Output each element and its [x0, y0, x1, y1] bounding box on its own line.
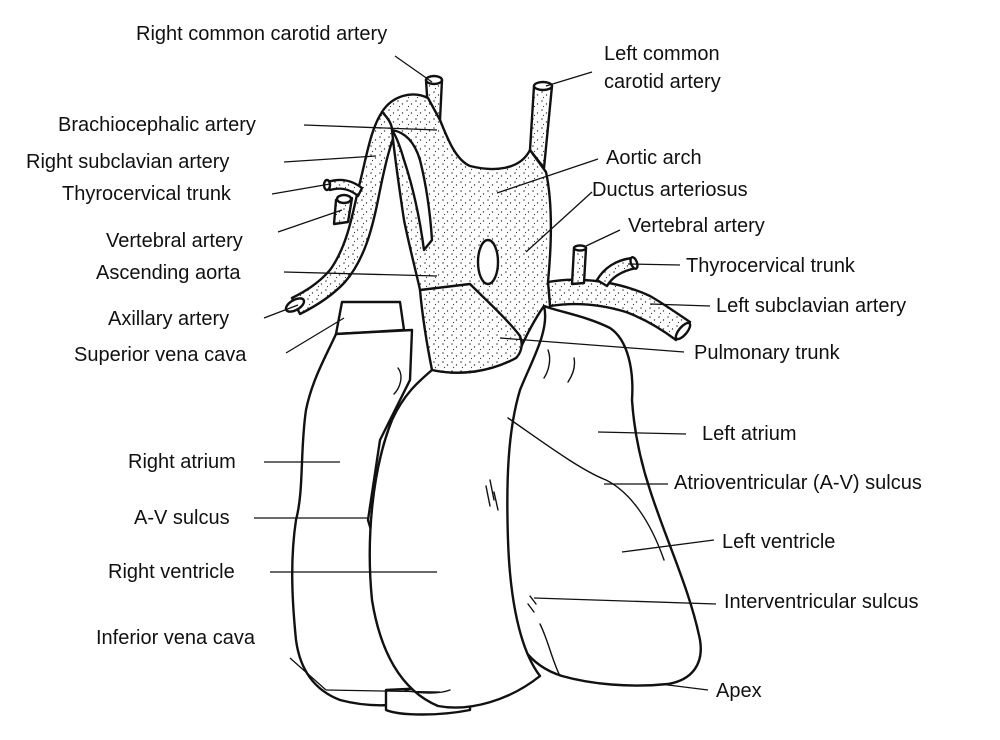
label-right-atrium: Right atrium [128, 451, 236, 473]
right-ventricle [368, 304, 547, 709]
right-thyrocervical-trunk [326, 178, 364, 198]
label-right-thyrocervical-trunk: Thyrocervical trunk [62, 183, 231, 205]
label-left-atrium: Left atrium [702, 423, 797, 445]
label-right-common-carotid-artery: Right common carotid artery [136, 23, 388, 45]
label-pulmonary-trunk: Pulmonary trunk [694, 342, 840, 364]
label-right-ventricle: Right ventricle [108, 561, 235, 583]
label-atrioventricular-sulcus: Atrioventricular (A-V) sulcus [674, 472, 922, 494]
label-aortic-arch: Aortic arch [606, 147, 702, 169]
label-ductus-arteriosus: Ductus arteriosus [592, 179, 748, 201]
ductus-arteriosus [476, 238, 500, 286]
label-ascending-aorta: Ascending aorta [96, 262, 241, 284]
label-left-thyrocervical-trunk: Thyrocervical trunk [686, 255, 855, 277]
label-left-common-carotid-artery-line2: carotid artery [604, 71, 721, 93]
label-left-vertebral-artery: Vertebral artery [628, 215, 765, 237]
left-subclavian-artery [546, 278, 692, 342]
superior-vena-cava [334, 300, 406, 336]
label-inferior-vena-cava: Inferior vena cava [96, 627, 255, 649]
left-ventricle [504, 304, 702, 687]
label-brachiocephalic-artery: Brachiocephalic artery [58, 114, 256, 136]
label-axillary-artery: Axillary artery [108, 308, 230, 330]
left-vertebral-artery [570, 246, 588, 286]
pulmonary-trunk [418, 282, 523, 374]
label-left-ventricle: Left ventricle [722, 531, 836, 553]
label-right-vertebral-artery: Vertebral artery [106, 230, 243, 252]
label-left-subclavian-artery: Left subclavian artery [716, 295, 907, 317]
label-superior-vena-cava: Superior vena cava [74, 344, 247, 366]
label-right-subclavian-artery: Right subclavian artery [26, 151, 230, 173]
label-av-sulcus: A-V sulcus [134, 507, 230, 529]
label-apex: Apex [716, 680, 762, 702]
label-interventricular-sulcus: Interventricular sulcus [724, 591, 919, 613]
atrioventricular-sulcus [507, 417, 665, 561]
leader-lines [254, 55, 717, 693]
label-left-common-carotid-artery-line1: Left common [604, 43, 720, 65]
